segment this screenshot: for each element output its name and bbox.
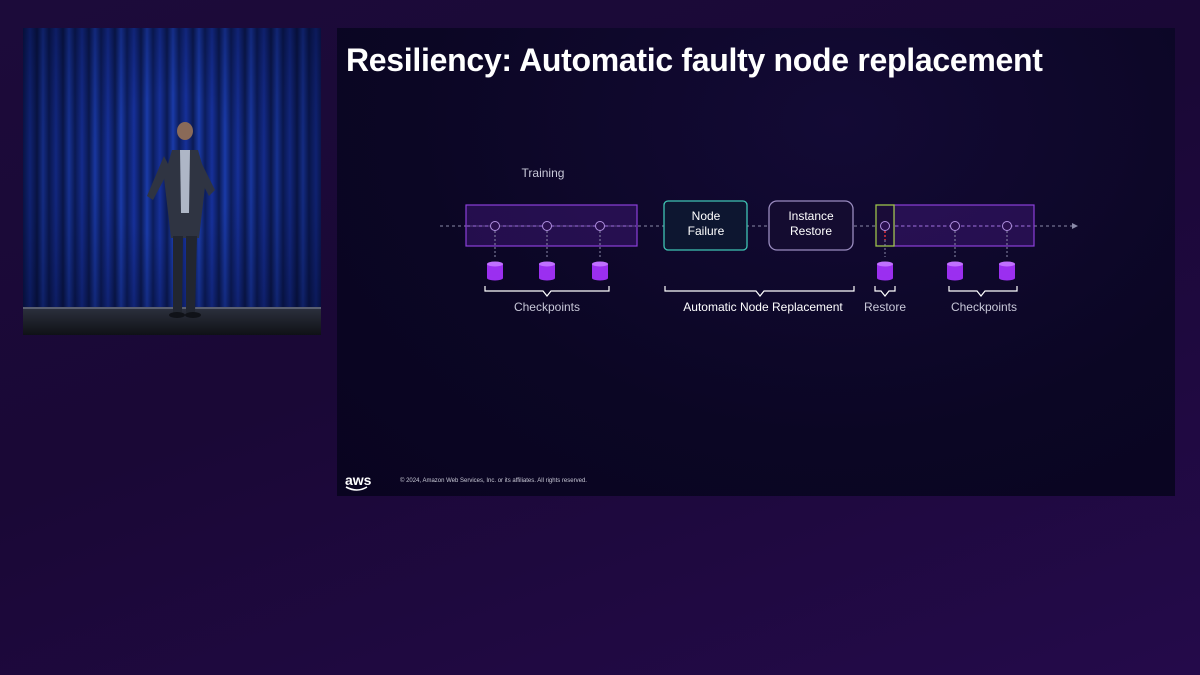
resiliency-diagram: Training	[440, 166, 1078, 314]
checkpoints-left-label: Checkpoints	[514, 300, 580, 314]
checkpoint-node	[1002, 221, 1012, 231]
instance-restore-line2: Restore	[790, 224, 832, 238]
checkpoint-node	[490, 221, 500, 231]
brace-restore	[874, 286, 896, 297]
speaker-figure	[147, 122, 215, 318]
automatic-replacement-label: Automatic Node Replacement	[683, 300, 843, 314]
checkpoint-left-3	[592, 221, 608, 281]
node-failure-box	[663, 200, 748, 251]
slide: Resiliency: Automatic faulty node replac…	[337, 28, 1175, 496]
aws-logo: aws	[345, 472, 371, 492]
node-failure-line2: Failure	[688, 224, 725, 238]
copyright-text: © 2024, Amazon Web Services, Inc. or its…	[400, 478, 587, 484]
checkpoints-right-label: Checkpoints	[951, 300, 1017, 314]
speaker-video	[23, 28, 321, 335]
instance-restore-box	[768, 200, 854, 251]
checkpoint-right-2	[999, 221, 1015, 281]
checkpoint-db-icon	[487, 261, 503, 281]
checkpoint-node	[880, 221, 890, 231]
checkpoint-db-icon	[592, 261, 608, 281]
checkpoint-right-1	[947, 221, 963, 281]
checkpoint-left-2	[539, 221, 555, 281]
restore-label: Restore	[864, 300, 906, 314]
checkpoint-db-icon	[947, 261, 963, 281]
slide-title: Resiliency: Automatic faulty node replac…	[346, 42, 1043, 78]
checkpoint-db-icon	[539, 261, 555, 281]
brace-checkpoints-left	[484, 286, 610, 297]
checkpoint-db-icon	[877, 261, 893, 281]
checkpoint-restore	[877, 221, 893, 281]
checkpoint-node	[595, 221, 605, 231]
brace-checkpoints-right	[948, 286, 1018, 297]
instance-restore-line1: Instance	[788, 209, 834, 223]
aws-smile-icon	[345, 486, 368, 491]
checkpoint-left-1	[487, 221, 503, 281]
node-failure-line1: Node	[692, 209, 721, 223]
stage-floor	[23, 307, 321, 335]
checkpoint-db-icon	[999, 261, 1015, 281]
checkpoint-node	[950, 221, 960, 231]
aws-logo-text: aws	[345, 472, 372, 488]
brace-automatic-replacement	[664, 286, 855, 297]
checkpoint-node	[542, 221, 552, 231]
training-label: Training	[522, 166, 565, 180]
